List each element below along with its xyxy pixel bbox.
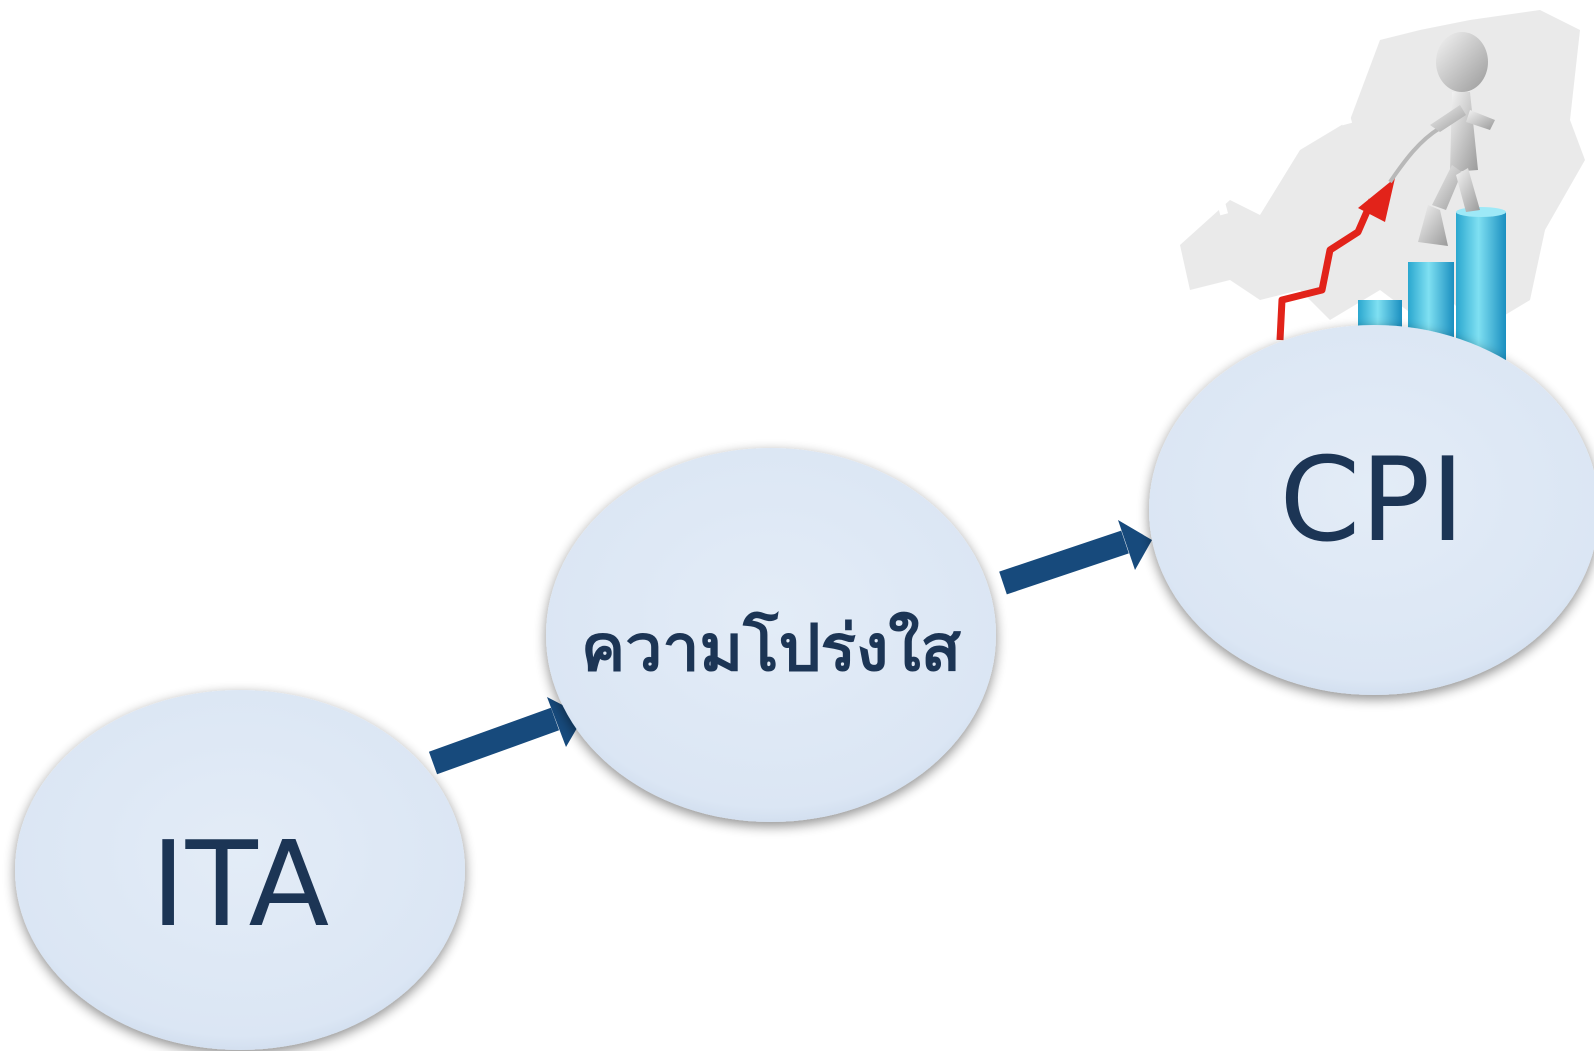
background-map-shape <box>1180 10 1585 330</box>
bar-chart-icon <box>1358 207 1506 360</box>
node-transparency-label: ความโปร่งใส <box>581 610 961 686</box>
trend-arrow-icon <box>1276 126 1442 341</box>
figure-climbing-bar-chart <box>1180 10 1585 360</box>
node-cpi-label: CPI <box>1279 433 1464 568</box>
node-ita-label: ITA <box>151 815 329 953</box>
arrow-transparency-to-cpi <box>999 520 1152 595</box>
stick-figure-pulling-up-arrow-icon <box>1418 32 1495 246</box>
node-transparency: ความโปร่งใส <box>546 448 996 822</box>
node-ita: ITA <box>15 690 465 1050</box>
arrow-ita-to-transparency <box>428 697 584 775</box>
node-cpi: CPI <box>1149 325 1594 695</box>
